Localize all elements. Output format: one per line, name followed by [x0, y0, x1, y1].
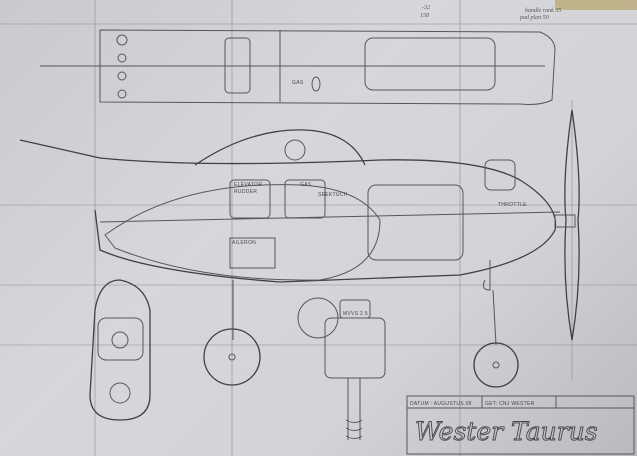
top-view: [40, 29, 556, 105]
throttle-label: THROTTLE: [498, 202, 527, 208]
hand-note-1: handle rank 35: [525, 8, 561, 14]
gas-side-label: GAS: [300, 182, 312, 188]
front-views: [89, 279, 386, 440]
hand-note-2: pad plan 50: [519, 15, 549, 21]
rudder-label: RUDDER: [234, 189, 257, 195]
aileron-label: AILERON: [232, 240, 256, 246]
calc-note-2: 158: [420, 13, 429, 19]
model-name-title: Wester Taurus: [415, 417, 598, 446]
date-label: DATUM : AUGUSTUS.08: [410, 401, 472, 407]
tank-label: SEEKTUCH: [318, 192, 348, 198]
side-view: [19, 109, 580, 388]
calc-note-1: -32: [422, 5, 430, 11]
title-block: DATUM : AUGUSTUS.08 GET: CNJ WESTER West…: [406, 395, 635, 455]
gas-top-label: GAS: [292, 80, 304, 86]
drawn-by-label: GET: CNJ WESTER: [485, 401, 535, 407]
elevator-label: ELEVATOR: [234, 182, 262, 188]
engine-label: MVVS 2.5: [343, 311, 368, 317]
tape-strip: [555, 0, 637, 10]
